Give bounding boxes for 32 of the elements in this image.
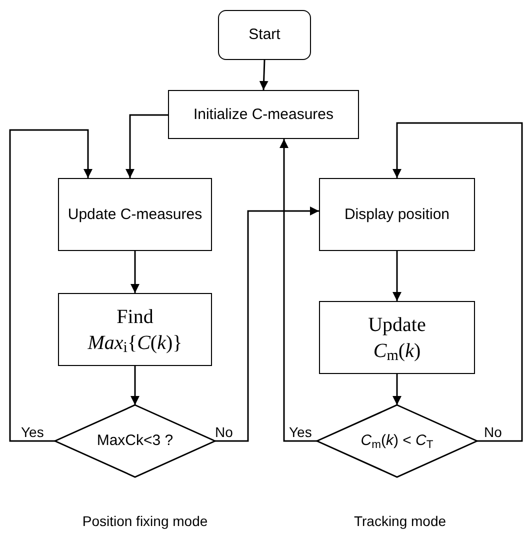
formula-text: Find <box>116 304 154 330</box>
edge-label: No <box>483 424 503 440</box>
node-text: Display position <box>343 204 451 224</box>
arrow <box>392 374 402 405</box>
arrow <box>215 206 319 442</box>
start-terminal <box>218 10 311 60</box>
process-box <box>319 301 475 374</box>
node-text: C$_{m}$(k) < C$_{T}$ <box>360 431 434 451</box>
edge-label: Yes <box>20 424 45 440</box>
arrow <box>126 114 168 178</box>
arrow <box>130 366 140 405</box>
formula-text: C$_{m}$(k) <box>373 338 421 364</box>
arrow <box>130 251 140 293</box>
section-caption: Tracking mode <box>354 512 446 530</box>
arrow <box>392 251 402 301</box>
arrow <box>280 139 317 442</box>
formula-text: Max$_{i}${C(k)} <box>88 330 182 356</box>
process-box <box>58 293 212 366</box>
arrow <box>9 129 92 442</box>
edge-label: No <box>214 424 234 440</box>
process-box <box>319 178 475 251</box>
edge-label: Yes <box>288 424 313 440</box>
arrow <box>392 122 523 442</box>
node-text: MaxCk<3 ? <box>96 431 174 451</box>
node-text: Start <box>248 25 282 45</box>
node-text: Initialize C-measures <box>192 104 335 124</box>
arrow <box>259 60 268 90</box>
section-caption: Position fixing mode <box>82 512 208 530</box>
process-box <box>168 90 359 139</box>
node-text: Update C-measures <box>66 204 204 224</box>
formula-text: Update <box>368 312 426 338</box>
process-box <box>58 178 212 251</box>
